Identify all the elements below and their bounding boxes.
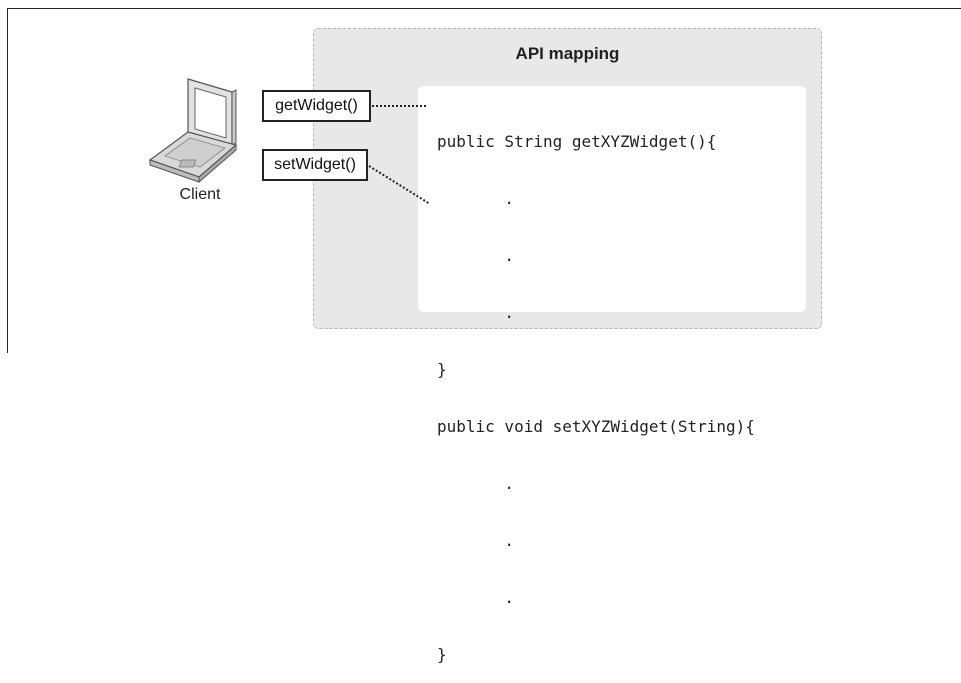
code-line: .	[437, 531, 515, 550]
get-widget-box: getWidget()	[262, 90, 371, 122]
connector-set	[368, 165, 431, 205]
code-line: .	[437, 588, 515, 607]
code-line: .	[437, 246, 515, 265]
api-mapping-title: API mapping	[515, 44, 620, 63]
code-line: public String getXYZWidget(){	[437, 132, 717, 151]
client-label: Client	[179, 186, 221, 203]
figure-frame	[7, 8, 961, 353]
diagram-overlay	[148, 78, 431, 205]
code-line: public void setXYZWidget(String){	[437, 417, 755, 436]
code-line: .	[437, 474, 515, 493]
laptop-icon	[148, 78, 238, 184]
code-line: }	[437, 360, 447, 379]
code-panel	[418, 86, 806, 312]
code-line: .	[437, 303, 515, 322]
code-line: .	[437, 189, 515, 208]
code-line: }	[437, 645, 447, 664]
set-widget-box: setWidget()	[262, 149, 368, 181]
